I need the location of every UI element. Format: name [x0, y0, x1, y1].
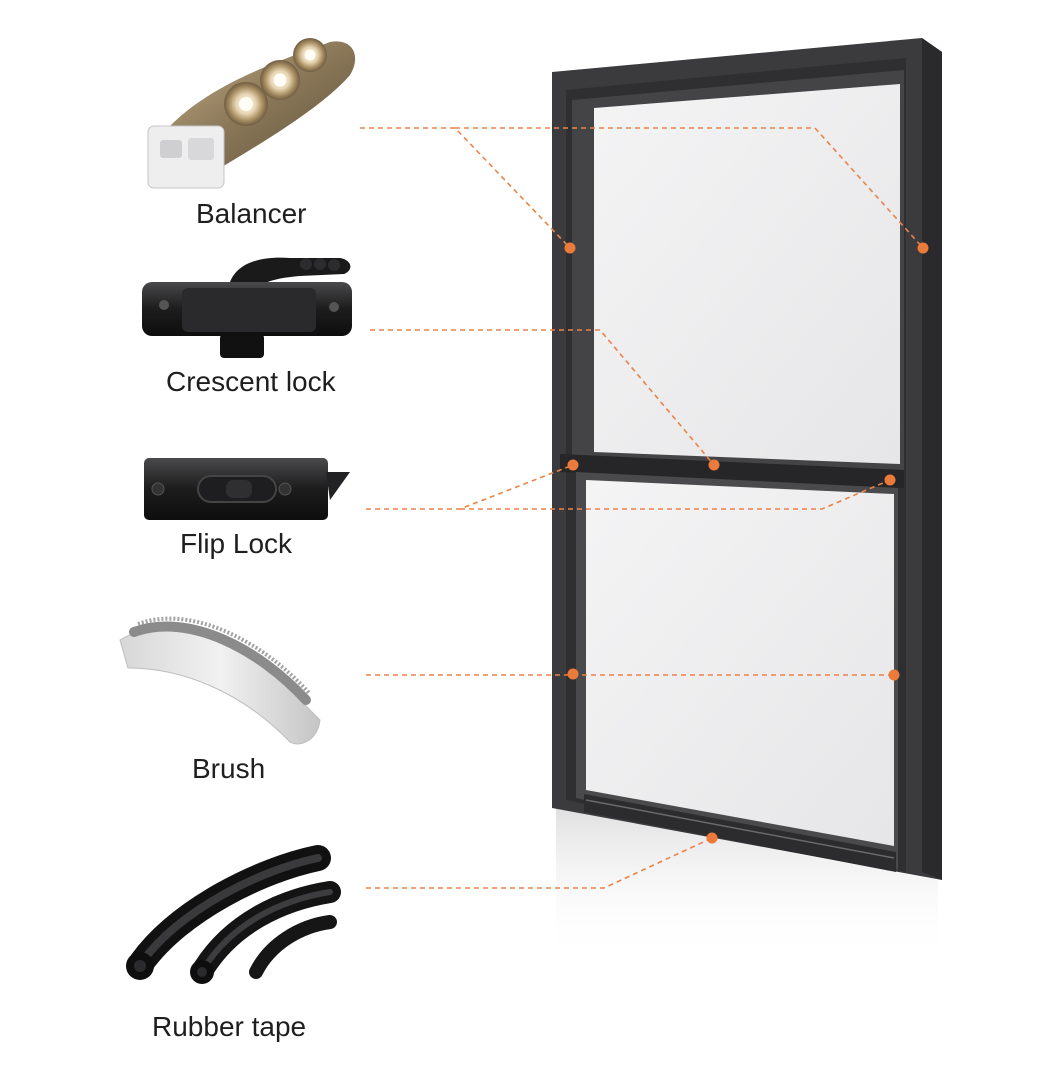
window	[552, 38, 942, 960]
callout-lines	[360, 127, 924, 889]
brush-dot-right	[888, 669, 900, 681]
sill-highlight	[585, 799, 895, 859]
balancer-icon	[147, 38, 356, 189]
window-reflection	[556, 808, 938, 960]
sill-rail	[584, 794, 896, 872]
rubber-tape-icon	[126, 845, 341, 984]
balancer-callout-left	[360, 127, 571, 249]
crescent-callout	[370, 329, 715, 466]
flip-lock-icon	[144, 458, 350, 520]
balancer-dot-left	[564, 242, 576, 254]
flip-lock-callout-left	[366, 464, 574, 510]
balancer-callout-right	[455, 127, 924, 249]
flip-lock-dot-left	[567, 459, 579, 471]
rubber-tape-callout	[366, 837, 713, 889]
brush-dot-left	[567, 668, 579, 680]
crescent-lock-icon	[142, 257, 352, 358]
rubber-tape-label: Rubber tape	[152, 1011, 307, 1042]
crescent-lock-label: Crescent lock	[166, 366, 336, 397]
meeting-rail	[560, 454, 904, 488]
frame-side-edge	[922, 38, 942, 880]
balancer-label: Balancer	[196, 198, 307, 229]
brush-label: Brush	[192, 753, 266, 784]
rubber-tape-dot	[706, 832, 718, 844]
upper-glass	[594, 84, 900, 464]
lower-glass	[586, 480, 894, 846]
flip-lock-dot-right	[884, 474, 896, 486]
balancer-dot-right	[917, 242, 929, 254]
flip-lock-label: Flip Lock	[180, 528, 293, 559]
brush-icon	[119, 616, 321, 745]
flip-lock-callout-right	[460, 479, 891, 510]
crescent-lock-dot	[708, 459, 720, 471]
callout-dots	[564, 242, 929, 844]
